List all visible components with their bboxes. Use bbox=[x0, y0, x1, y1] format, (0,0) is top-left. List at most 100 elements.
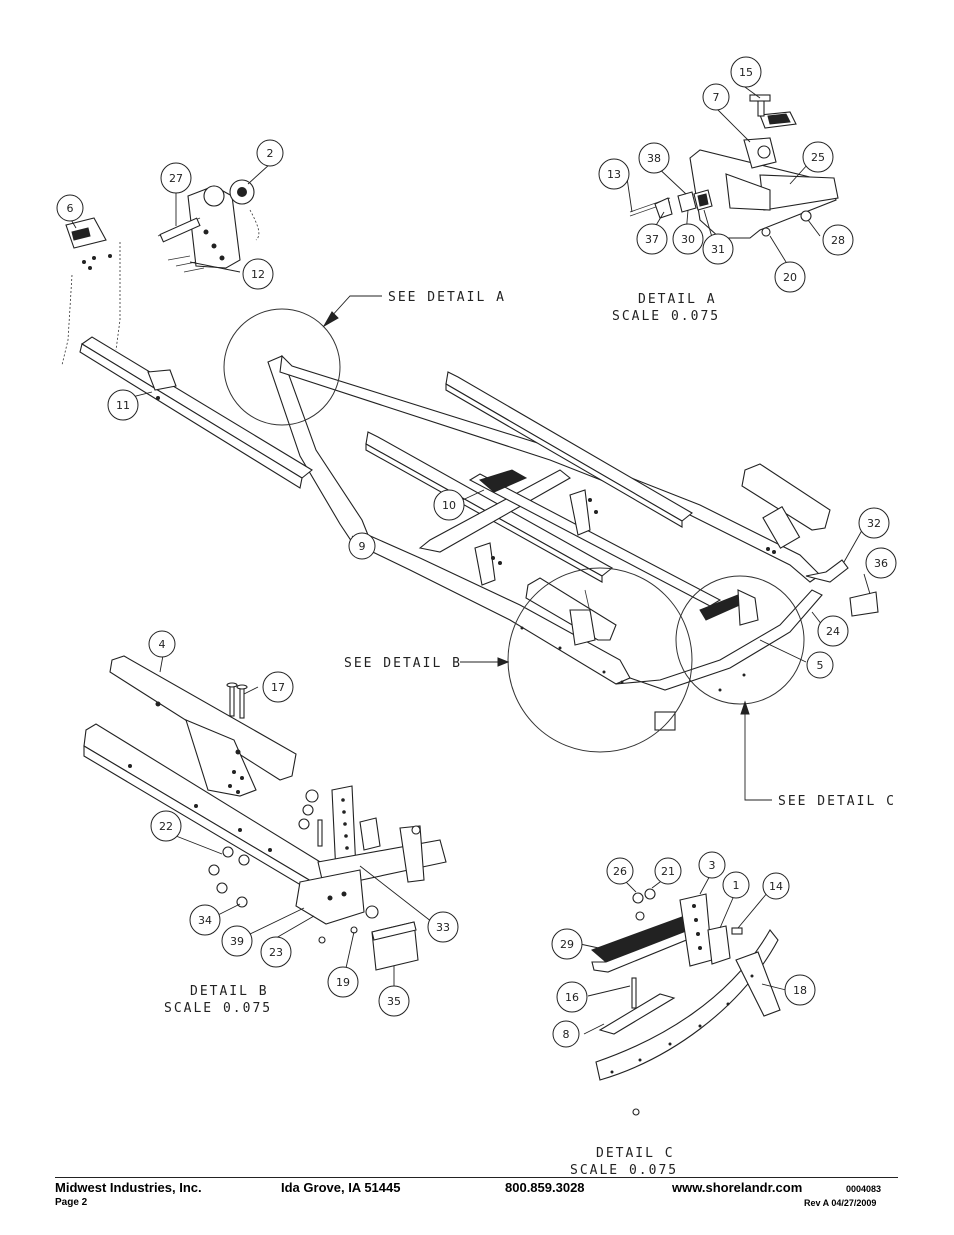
callout-circle bbox=[260, 936, 292, 968]
callout-14: 14 bbox=[762, 872, 790, 900]
callout-7: 7 bbox=[702, 83, 730, 111]
callout-12: 12 bbox=[242, 258, 274, 290]
callout-label: 37 bbox=[645, 233, 659, 246]
callout-label: 25 bbox=[811, 151, 825, 164]
callout-circle bbox=[822, 224, 854, 256]
callout-circle bbox=[327, 966, 359, 998]
callout-circle bbox=[256, 139, 284, 167]
callout-20: 20 bbox=[774, 261, 806, 293]
detail-c-drawing bbox=[591, 888, 781, 1116]
callout-label: 4 bbox=[159, 638, 166, 651]
callout-circle bbox=[817, 615, 849, 647]
callout-label: 28 bbox=[831, 234, 845, 247]
callout-30: 30 bbox=[672, 223, 704, 255]
callout-label: 33 bbox=[436, 921, 450, 934]
detail-c-scale: SCALE 0.075 bbox=[570, 1163, 678, 1178]
callout-label: 6 bbox=[67, 202, 74, 215]
callout-39: 39 bbox=[221, 925, 253, 957]
callout-label: 18 bbox=[793, 984, 807, 997]
callout-22: 22 bbox=[150, 810, 182, 842]
callout-circle bbox=[221, 925, 253, 957]
callout-28: 28 bbox=[822, 224, 854, 256]
callout-1: 1 bbox=[722, 871, 750, 899]
callout-circle bbox=[189, 904, 221, 936]
callout-label: 27 bbox=[169, 172, 183, 185]
callout-circle bbox=[107, 389, 139, 421]
detail-a-scale: SCALE 0.075 bbox=[612, 309, 720, 324]
detail-a-drawing bbox=[629, 94, 839, 239]
callout-circle bbox=[802, 141, 834, 173]
callout-33: 33 bbox=[427, 911, 459, 943]
callout-label: 7 bbox=[713, 91, 720, 104]
callout-label: 15 bbox=[739, 66, 753, 79]
footer-doc-number: 0004083 bbox=[846, 1184, 882, 1194]
callout-label: 1 bbox=[733, 879, 740, 892]
callout-3: 3 bbox=[698, 851, 726, 879]
callout-circle bbox=[654, 857, 682, 885]
callout-label: 10 bbox=[442, 499, 456, 512]
callout-circle bbox=[556, 981, 588, 1013]
callout-32: 32 bbox=[858, 507, 890, 539]
callout-label: 30 bbox=[681, 233, 695, 246]
footer-company: Midwest Industries, Inc. bbox=[55, 1180, 202, 1195]
callout-label: 20 bbox=[783, 271, 797, 284]
callout-17: 17 bbox=[262, 671, 294, 703]
callout-13: 13 bbox=[598, 158, 630, 190]
callout-label: 12 bbox=[251, 268, 265, 281]
callout-label: 35 bbox=[387, 995, 401, 1008]
callout-circle bbox=[348, 532, 376, 560]
callout-19: 19 bbox=[327, 966, 359, 998]
callout-circle bbox=[378, 985, 410, 1017]
callout-25: 25 bbox=[802, 141, 834, 173]
main-trailer-frame bbox=[267, 354, 879, 731]
see-detail-a-caption: SEE DETAIL A bbox=[388, 290, 506, 305]
callout-circle bbox=[638, 142, 670, 174]
callout-4: 4 bbox=[148, 630, 176, 658]
callout-circle bbox=[722, 871, 750, 899]
callout-circle bbox=[672, 223, 704, 255]
callout-circle bbox=[551, 928, 583, 960]
callout-circle bbox=[865, 547, 897, 579]
callout-36: 36 bbox=[865, 547, 897, 579]
callout-label: 36 bbox=[874, 557, 888, 570]
callout-circle bbox=[150, 810, 182, 842]
callout-circle bbox=[702, 233, 734, 265]
callout-21: 21 bbox=[654, 857, 682, 885]
detail-b-title: DETAIL B bbox=[190, 984, 269, 999]
callout-label: 39 bbox=[230, 935, 244, 948]
callout-circle bbox=[762, 872, 790, 900]
callout-circle bbox=[730, 56, 762, 88]
callout-label: 3 bbox=[709, 859, 716, 872]
callout-2: 2 bbox=[256, 139, 284, 167]
footer-revision: Rev A 04/27/2009 bbox=[804, 1198, 877, 1208]
callout-circle bbox=[148, 630, 176, 658]
callout-circle bbox=[427, 911, 459, 943]
callout-circle bbox=[636, 223, 668, 255]
callout-label: 14 bbox=[769, 880, 783, 893]
footer-rule bbox=[55, 1177, 898, 1178]
callout-circle bbox=[552, 1020, 580, 1048]
callout-label: 22 bbox=[159, 820, 173, 833]
callout-16: 16 bbox=[556, 981, 588, 1013]
callout-label: 5 bbox=[817, 659, 824, 672]
callout-label: 31 bbox=[711, 243, 725, 256]
callout-9: 9 bbox=[348, 532, 376, 560]
callout-27: 27 bbox=[160, 162, 192, 194]
detail-c-title: DETAIL C bbox=[596, 1146, 675, 1161]
callout-circle bbox=[160, 162, 192, 194]
detail-a-title: DETAIL A bbox=[638, 292, 717, 307]
callout-label: 29 bbox=[560, 938, 574, 951]
callout-circle bbox=[262, 671, 294, 703]
callout-23: 23 bbox=[260, 936, 292, 968]
callout-26: 26 bbox=[606, 857, 634, 885]
part-callouts: 1234567891011121314151617181920212223242… bbox=[56, 56, 897, 1048]
callout-label: 9 bbox=[359, 540, 366, 553]
callout-35: 35 bbox=[378, 985, 410, 1017]
callout-circle bbox=[784, 974, 816, 1006]
callout-5: 5 bbox=[806, 651, 834, 679]
callout-circle bbox=[56, 194, 84, 222]
callout-circle bbox=[702, 83, 730, 111]
callout-24: 24 bbox=[817, 615, 849, 647]
callout-29: 29 bbox=[551, 928, 583, 960]
